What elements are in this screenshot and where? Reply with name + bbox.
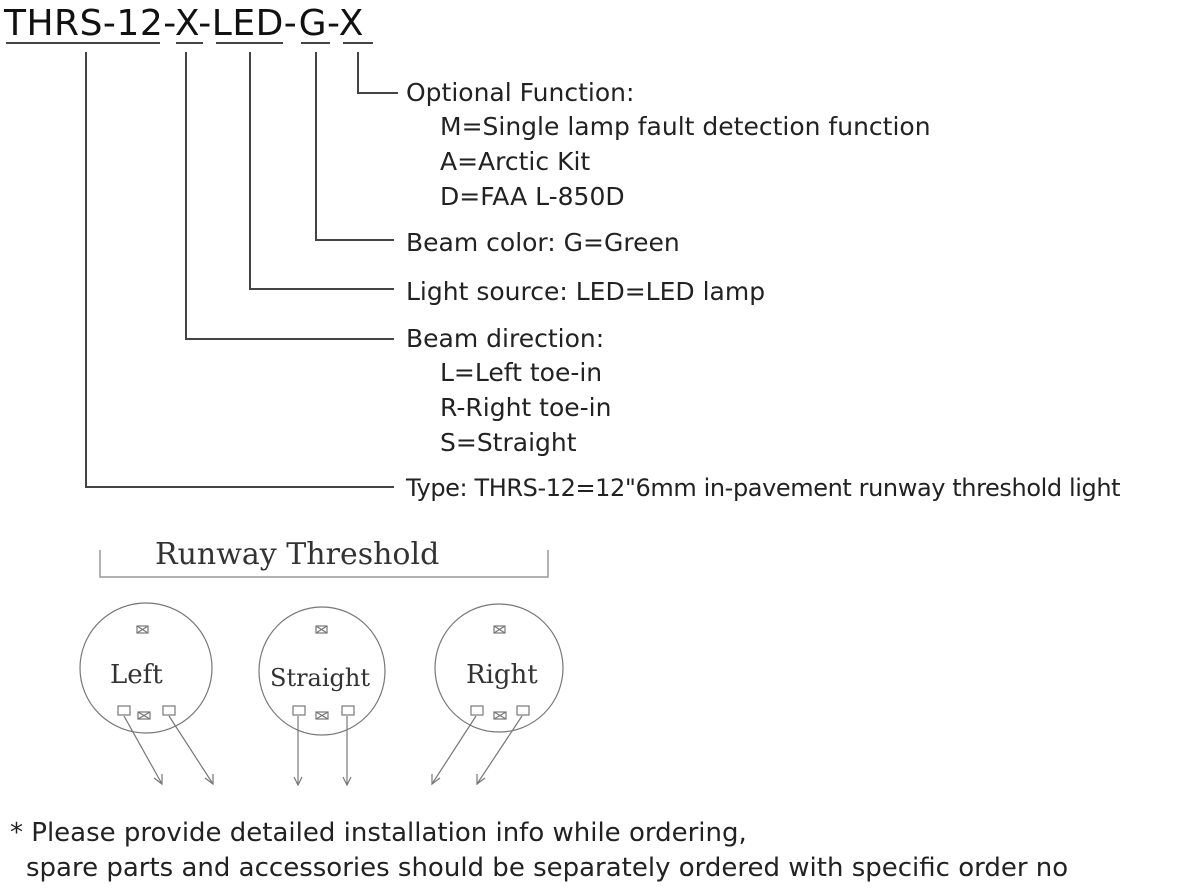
optional-function-option-m: M=Single lamp fault detection function xyxy=(440,112,931,141)
optional-function-option-a: A=Arctic Kit xyxy=(440,147,591,176)
runway-threshold-title: Runway Threshold xyxy=(155,537,440,572)
footnote-line-2: spare parts and accessories should be se… xyxy=(26,853,1069,883)
part-number: THRS-12-X-LED-G-X xyxy=(4,3,364,44)
right-arrow-2 xyxy=(476,715,523,785)
leader-type xyxy=(85,52,394,488)
leader-optional-function xyxy=(357,52,398,94)
beam-color-label: Beam color: G=Green xyxy=(406,228,680,257)
light-straight-label: Straight xyxy=(270,664,371,692)
light-right-label: Right xyxy=(466,660,538,690)
light-straight-fixture xyxy=(258,606,386,787)
left-arrow-1 xyxy=(123,715,163,785)
left-arrow-2 xyxy=(168,715,214,785)
threshold-bracket xyxy=(99,550,549,578)
beam-direction-option-l: L=Left toe-in xyxy=(440,358,603,387)
light-source-label: Light source: LED=LED lamp xyxy=(406,277,766,306)
beam-direction-option-r: R-Right toe-in xyxy=(440,393,612,422)
light-left-fixture xyxy=(79,602,214,786)
light-left-label: Left xyxy=(110,660,163,690)
footnote-line-1: * Please provide detailed installation i… xyxy=(10,818,747,848)
leader-light-source xyxy=(249,52,394,290)
beam-direction-option-s: S=Straight xyxy=(440,428,577,457)
right-arrow-1 xyxy=(431,715,477,785)
type-label: Type: THRS-12=12"6mm in-pavement runway … xyxy=(406,474,1121,502)
leader-beam-direction xyxy=(185,52,394,340)
optional-function-title: Optional Function: xyxy=(406,78,635,107)
light-right-fixture xyxy=(431,603,564,786)
leader-beam-color xyxy=(315,52,394,241)
beam-direction-title: Beam direction: xyxy=(406,324,605,353)
optional-function-option-d: D=FAA L-850D xyxy=(440,182,625,211)
